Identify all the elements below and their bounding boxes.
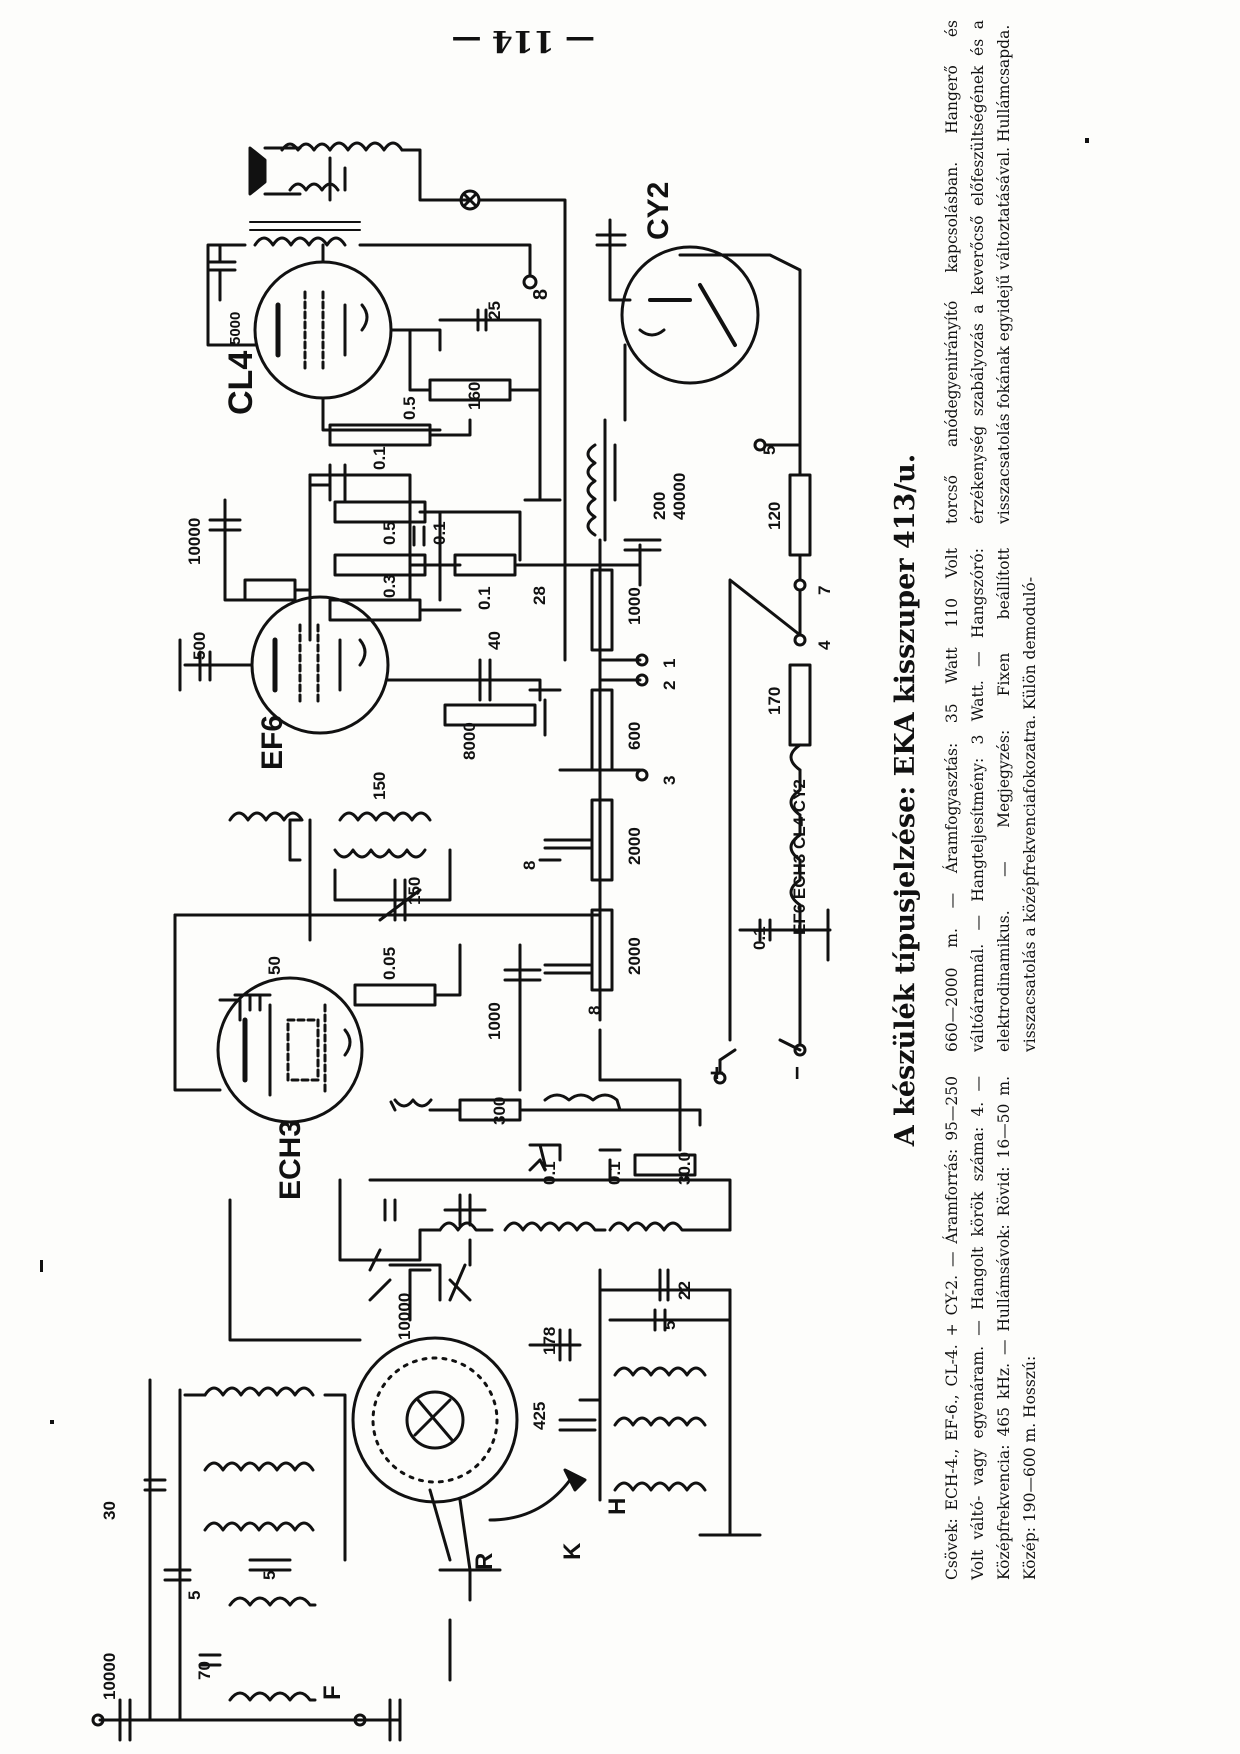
loudspeaker-icon [248, 141, 404, 202]
svg-text:0.1: 0.1 [370, 446, 389, 470]
svg-text:5: 5 [760, 446, 779, 455]
svg-text:40: 40 [485, 631, 504, 650]
svg-text:H: H [604, 1498, 631, 1515]
caption-block: A készülék típusjelzése: EKA kisszuper 4… [890, 20, 1130, 1580]
caption-title: A készülék típusjelzése: EKA kisszuper 4… [890, 453, 921, 1147]
svg-text:0.3: 0.3 [380, 574, 399, 598]
svg-text:0.1: 0.1 [540, 1161, 559, 1185]
svg-text:0.1: 0.1 [430, 521, 449, 545]
svg-text:600: 600 [625, 722, 644, 750]
svg-text:1: 1 [660, 659, 679, 668]
svg-text:300: 300 [490, 1097, 509, 1125]
svg-text:+: + [704, 1066, 731, 1080]
caption-paragraph: torcső anódegyenirányító kapcsolásban. H… [943, 20, 1013, 524]
svg-text:170: 170 [765, 687, 784, 715]
wave-switch-icon [351, 1336, 519, 1504]
svg-text:200: 200 [650, 492, 669, 520]
svg-text:EF6: EF6 [256, 715, 289, 770]
svg-text:5: 5 [260, 1571, 279, 1580]
svg-text:K: K [559, 1542, 586, 1560]
svg-text:7: 7 [815, 586, 834, 595]
svg-text:178: 178 [540, 1327, 559, 1355]
svg-text:CY2: CY2 [642, 182, 675, 240]
svg-text:1000: 1000 [625, 587, 644, 625]
svg-text:150: 150 [405, 877, 424, 905]
caption-body: Csövek: ECH-4., EF-6., CL-4. + CY-2. — Á… [939, 20, 1043, 1580]
tube-ef6-icon [250, 595, 390, 735]
svg-text:10000: 10000 [185, 518, 204, 565]
svg-text:0.1: 0.1 [475, 586, 494, 610]
svg-text:30.0: 30.0 [675, 1152, 694, 1185]
svg-text:8000: 8000 [460, 722, 479, 760]
tube-cy2-icon [620, 245, 802, 422]
svg-text:−: − [784, 1066, 811, 1080]
svg-text:1000: 1000 [485, 1002, 504, 1040]
svg-text:0.5: 0.5 [380, 521, 399, 545]
svg-text:28: 28 [530, 586, 549, 605]
svg-text:40000: 40000 [670, 473, 689, 520]
svg-text:ECH3: ECH3 [274, 1120, 307, 1200]
svg-text:120: 120 [765, 502, 784, 530]
svg-text:3: 3 [660, 776, 679, 785]
svg-text:F: F [319, 1685, 346, 1700]
svg-text:50: 50 [265, 956, 284, 975]
svg-text:8: 8 [585, 1006, 604, 1015]
svg-text:500: 500 [190, 632, 209, 660]
svg-text:8: 8 [520, 861, 539, 870]
svg-text:25: 25 [485, 301, 504, 320]
svg-text:5: 5 [185, 1591, 204, 1600]
svg-text:EF6 ECH3 CL4 CY2: EF6 ECH3 CL4 CY2 [790, 779, 809, 935]
svg-text:150: 150 [370, 772, 389, 800]
svg-text:0.05: 0.05 [380, 947, 399, 980]
output-transformer-icon [249, 221, 361, 247]
svg-text:2: 2 [660, 681, 679, 690]
svg-text:5: 5 [660, 1321, 679, 1330]
caption-paragraph: 660—2000 m. — Áramfogyasztás: 35 Watt 11… [943, 548, 1039, 1052]
svg-text:8: 8 [530, 289, 552, 300]
svg-text:2000: 2000 [625, 827, 644, 865]
svg-text:10000: 10000 [100, 1653, 119, 1700]
svg-text:0.1: 0.1 [605, 1161, 624, 1185]
svg-text:70: 70 [195, 1661, 214, 1680]
svg-text:425: 425 [530, 1402, 549, 1430]
svg-text:CL4: CL4 [222, 351, 260, 415]
svg-text:0.5: 0.5 [400, 396, 419, 420]
svg-text:2000: 2000 [625, 937, 644, 975]
svg-text:30: 30 [100, 1501, 119, 1520]
caption-paragraph: Csövek: ECH-4., EF-6., CL-4. + CY-2. — Á… [943, 1076, 1039, 1580]
svg-text:0.1: 0.1 [750, 926, 769, 950]
svg-text:R: R [471, 1553, 498, 1570]
tube-ech3-icon [216, 976, 364, 1124]
svg-text:5000: 5000 [227, 312, 244, 345]
svg-text:10000: 10000 [395, 1293, 414, 1340]
svg-text:22: 22 [675, 1281, 694, 1300]
svg-text:4: 4 [815, 640, 834, 650]
svg-text:160: 160 [465, 382, 484, 410]
tube-cl4-icon [253, 260, 393, 400]
